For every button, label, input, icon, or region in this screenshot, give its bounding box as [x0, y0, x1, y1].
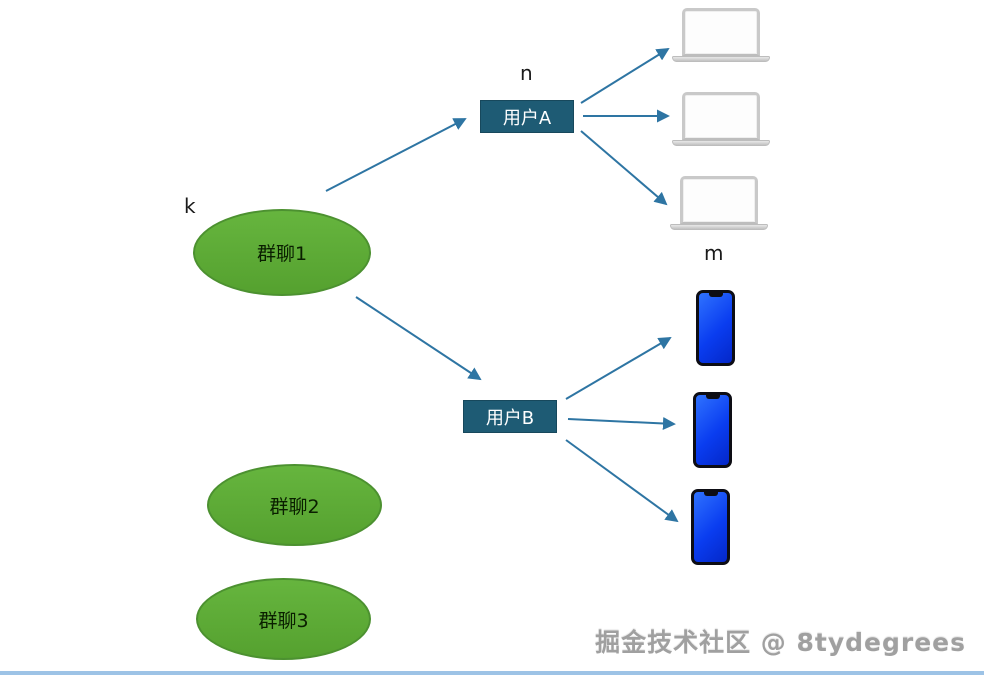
node-userB: 用户B [463, 400, 557, 433]
phone-icon-1 [696, 290, 735, 366]
phone-icon-2 [693, 392, 732, 468]
node-userA-label: 用户A [502, 107, 552, 129]
laptop-icon-3 [670, 176, 768, 230]
laptop-icon-1 [672, 8, 770, 62]
arrow-userB-phone1 [565, 337, 672, 400]
label-n: n [520, 61, 533, 85]
arrow-group1-userB [355, 296, 482, 381]
node-group3: 群聊3 [196, 578, 371, 660]
laptop-base [670, 224, 768, 230]
node-userB-label: 用户B [485, 407, 535, 429]
arrow-userB-phone2 [567, 416, 676, 430]
label-k: k [184, 194, 196, 218]
arrow-userA-laptop3 [580, 130, 668, 206]
laptop-base [672, 140, 770, 146]
node-group3-label: 群聊3 [258, 609, 309, 632]
node-group1: 群聊1 [193, 209, 371, 296]
node-group2: 群聊2 [207, 464, 382, 546]
arrow-userA-laptop1 [580, 47, 670, 104]
laptop-screen [680, 176, 758, 224]
arrow-group1-userA [325, 118, 467, 192]
bottom-divider [0, 671, 984, 675]
laptop-base [672, 56, 770, 62]
phone-icon-3 [691, 489, 730, 565]
node-userA: 用户A [480, 100, 574, 133]
arrow-userB-phone3 [565, 439, 679, 523]
laptop-screen [682, 92, 760, 140]
label-m: m [704, 241, 724, 265]
node-group1-label: 群聊1 [256, 243, 308, 265]
watermark-text: 掘金技术社区 @ 8tydegrees [595, 628, 966, 657]
node-group2-label: 群聊2 [269, 495, 320, 518]
laptop-icon-2 [672, 92, 770, 146]
laptop-screen [682, 8, 760, 56]
